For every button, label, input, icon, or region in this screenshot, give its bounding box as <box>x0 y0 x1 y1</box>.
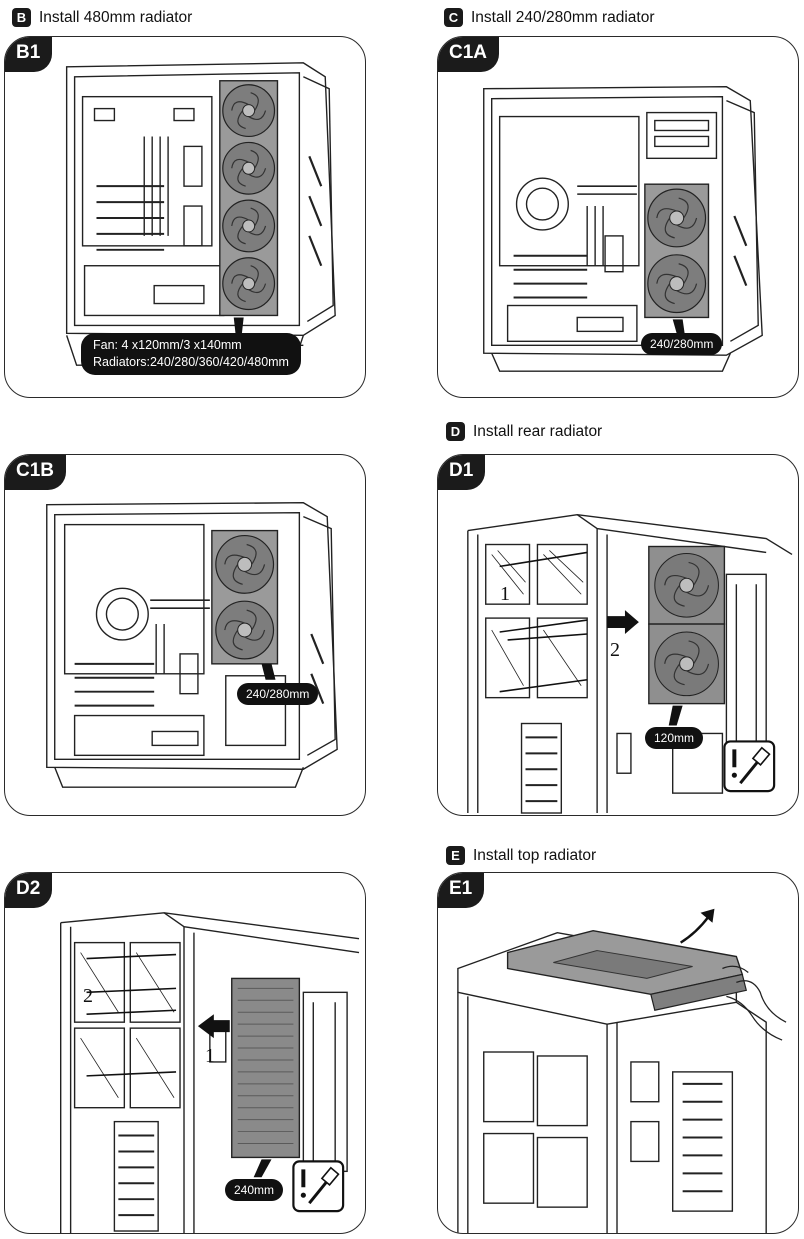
panel-c1b-tag: C1B <box>5 455 67 490</box>
panel-d2: D2 <box>4 872 366 1234</box>
d2-step-1: 1 <box>205 1045 215 1067</box>
case-c1b-drawing <box>46 502 338 788</box>
section-e-letter: E <box>446 846 465 865</box>
section-c-letter: C <box>444 8 463 27</box>
caution-screwdriver-icon-d1 <box>723 740 776 793</box>
panel-d1: D1 <box>437 454 799 816</box>
lift-arrow-icon <box>680 916 710 944</box>
radiator-480-b1 <box>219 80 279 317</box>
section-e-header: E Install top radiator <box>446 846 596 865</box>
section-d-letter: D <box>446 422 465 441</box>
section-b-letter: B <box>12 8 31 27</box>
case-d2-drawing <box>59 912 360 1233</box>
d2-step-2: 2 <box>83 985 93 1007</box>
radiator-240-d2 <box>231 977 301 1159</box>
c1b-callout: 240/280mm <box>237 683 319 706</box>
case-b1-drawing <box>65 62 336 366</box>
d1-step-2: 2 <box>610 639 620 661</box>
panel-b1-tag: B1 <box>5 37 53 72</box>
section-b-header: B Install 480mm radiator <box>12 8 192 27</box>
b1-callout: Fan: 4 x120mm/3 x140mm Radiators:240/280… <box>81 333 301 375</box>
panel-c1a-tag: C1A <box>438 37 500 72</box>
panel-d1-tag: D1 <box>438 455 486 490</box>
top-radiator-e1 <box>506 929 748 1011</box>
radiator-280-c1a <box>644 183 710 319</box>
section-d-header: D Install rear radiator <box>446 422 602 441</box>
panel-b1: B1 <box>4 36 366 398</box>
section-c-header: C Install 240/280mm radiator <box>444 8 655 27</box>
section-c-title: Install 240/280mm radiator <box>471 8 655 26</box>
c1a-callout: 240/280mm <box>641 333 723 356</box>
b1-callout-radiators: Radiators:240/280/360/420/480mm <box>93 354 289 369</box>
panel-d2-tag: D2 <box>5 873 53 908</box>
panel-c1b: C1B <box>4 454 366 816</box>
caution-screwdriver-icon-d2 <box>292 1160 345 1213</box>
case-d1-drawing <box>467 513 793 814</box>
case-e1-drawing <box>457 908 787 1233</box>
arrow-icon-d2 <box>197 1014 230 1039</box>
radiator-280-c1b <box>211 529 279 665</box>
arrow-icon-d1 <box>607 610 639 635</box>
panel-e1-tag: E1 <box>438 873 485 908</box>
section-b-title: Install 480mm radiator <box>39 8 193 26</box>
radiator-120-d1 <box>648 545 726 705</box>
hand-icon <box>722 965 787 1041</box>
d1-callout: 120mm <box>645 727 704 750</box>
d1-step-1: 1 <box>500 583 510 605</box>
section-d-title: Install rear radiator <box>473 422 603 440</box>
panel-e1: E1 <box>437 872 799 1234</box>
b1-callout-fan: Fan: 4 x120mm/3 x140mm <box>93 338 242 352</box>
d2-callout: 240mm <box>225 1179 284 1202</box>
case-c1a-drawing <box>483 86 763 372</box>
section-e-title: Install top radiator <box>473 846 597 864</box>
panel-c1a: C1A <box>437 36 799 398</box>
